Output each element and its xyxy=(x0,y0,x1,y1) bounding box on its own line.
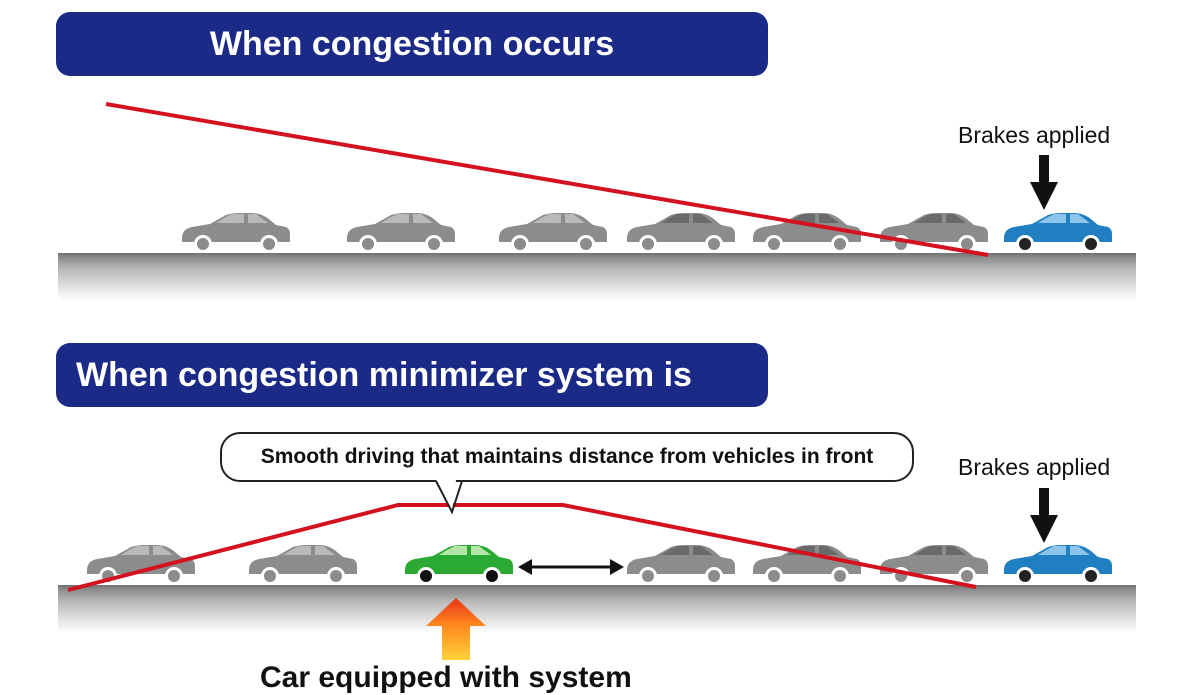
diagram-overlay xyxy=(67,102,1112,660)
car-gray xyxy=(753,213,861,253)
speed-line-bottom xyxy=(67,503,977,592)
car-gray xyxy=(249,545,357,585)
car-gray xyxy=(347,213,455,253)
road-bottom xyxy=(58,585,1136,633)
road-top xyxy=(58,253,1136,301)
car-blue-braking xyxy=(1004,545,1112,585)
title-banner-top: When congestion occurs xyxy=(56,12,768,76)
callout-tail xyxy=(435,480,463,515)
brake-arrow-down-icon xyxy=(1030,488,1058,543)
car-gray xyxy=(753,545,861,585)
equipped-car-arrow-up-icon xyxy=(426,598,486,660)
title-banner-bottom: When congestion minimizer system is used xyxy=(56,343,768,458)
car-gray xyxy=(182,213,290,253)
car-gray xyxy=(499,213,607,253)
callout-bubble: Smooth driving that maintains distance f… xyxy=(220,432,914,482)
brakes-applied-label-top: Brakes applied xyxy=(958,122,1111,148)
car-green-equipped xyxy=(405,545,513,585)
distance-double-arrow-icon xyxy=(518,559,624,575)
brake-arrow-down-icon xyxy=(1030,155,1058,210)
brakes-applied-label-bottom: Brakes applied xyxy=(958,454,1111,480)
car-gray xyxy=(627,213,735,253)
car-blue-braking xyxy=(1004,213,1112,253)
speed-line-top xyxy=(105,102,989,257)
car-gray xyxy=(87,545,195,585)
car-gray xyxy=(627,545,735,585)
